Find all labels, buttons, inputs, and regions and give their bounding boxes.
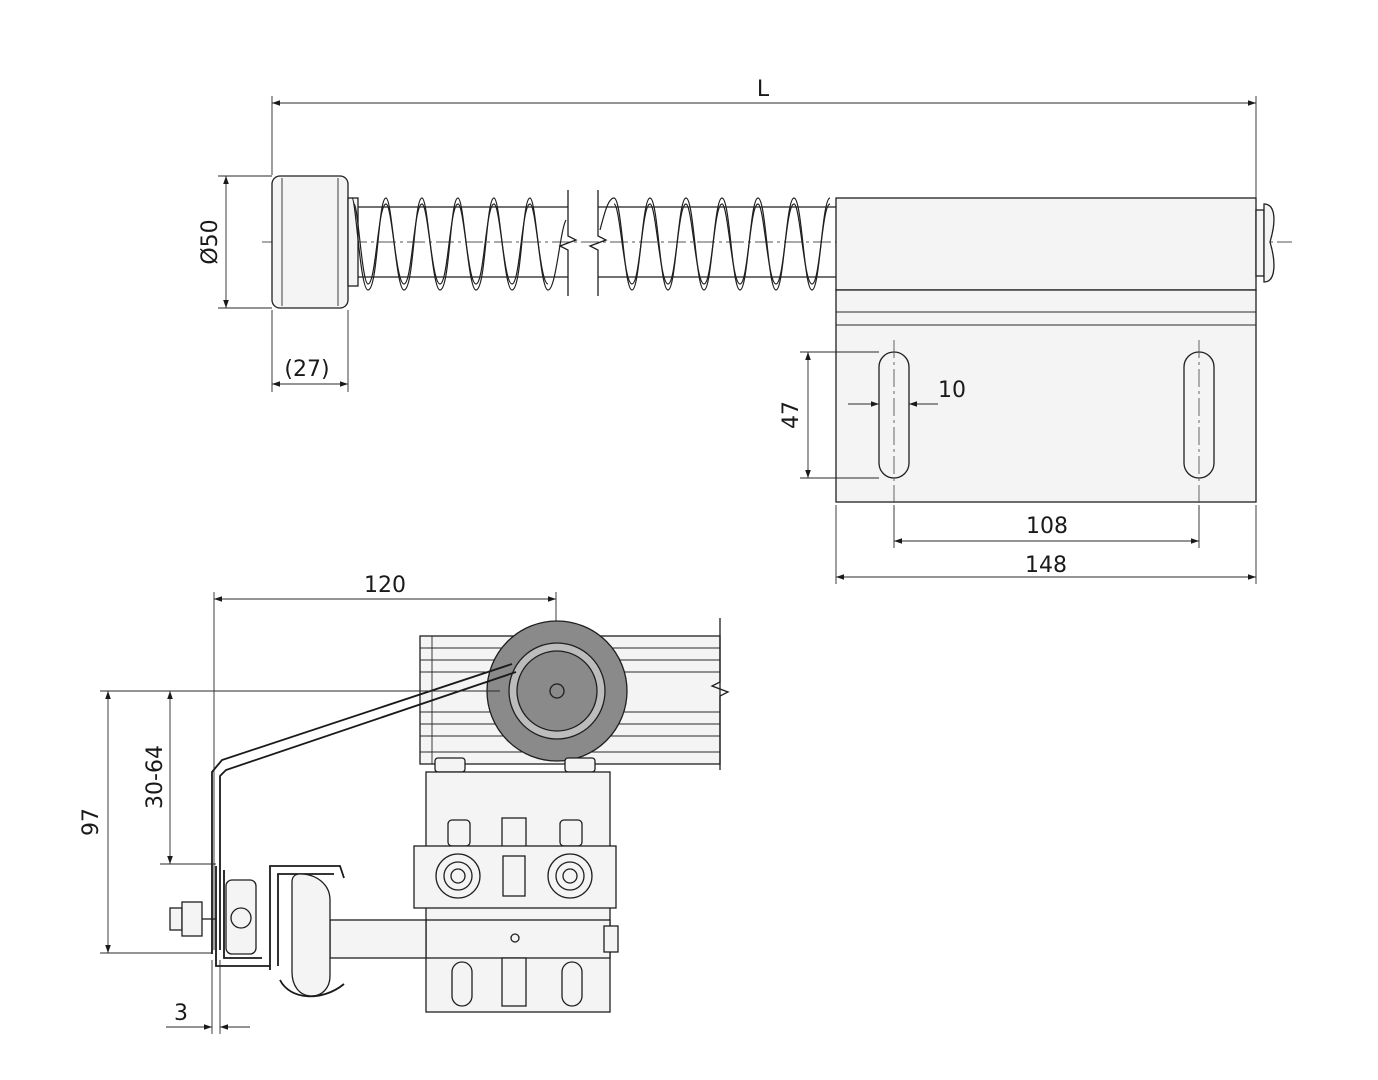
dim-slot-width: 10 [938,378,966,403]
dim-roller-diameter: Ø50 [198,219,223,264]
spring-housing [835,197,1275,291]
dim-total-height: 97 [79,808,104,836]
dim-total-length: L [757,77,770,102]
tape [211,663,513,954]
dim-slot-height: 47 [779,401,804,429]
dim-arm-reach: 120 [364,573,406,598]
bolt [169,901,216,937]
dim-track-range: 30-64 [143,745,168,809]
top-view: L Ø50 (27) [198,77,1292,584]
dim-hole-spacing: 108 [1026,514,1068,539]
dim-roller-width: (27) [284,357,329,382]
dim-bracket-length: 148 [1025,553,1067,578]
side-roller [486,620,628,762]
dim-sheet-thickness: 3 [174,1001,188,1026]
side-view: 120 [79,573,730,1034]
roller-cap [271,175,359,309]
mounting-bracket [835,289,1257,512]
clamp-bracket [215,865,345,998]
carrier-body [413,771,619,1013]
